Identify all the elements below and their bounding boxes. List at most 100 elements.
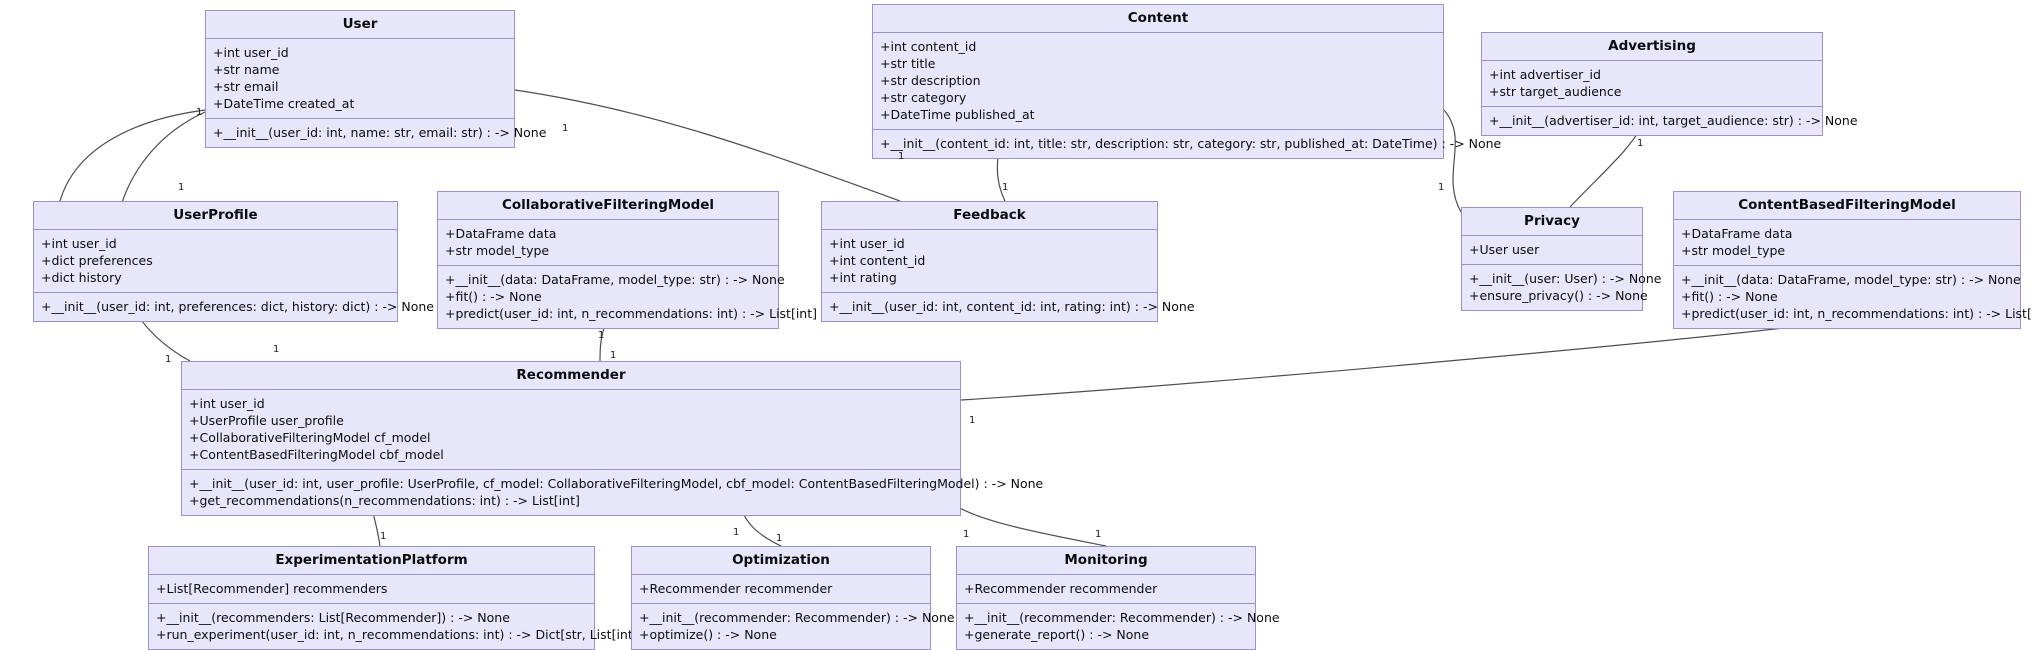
- uml-attribute: +int content_id: [829, 253, 926, 268]
- uml-method: +__init__(user_id: int, user_profile: Us…: [189, 476, 1044, 491]
- uml-class-user[interactable]: User +int user_id +str name +str email +Date…: [205, 10, 547, 148]
- uml-attribute: +CollaborativeFilteringModel cf_model: [189, 430, 431, 445]
- uml-methods-compartment: +__init__(data: DataFrame, model_type: s…: [438, 266, 817, 328]
- uml-attribute: +int user_id: [213, 45, 289, 60]
- uml-attribute: +User user: [1469, 242, 1540, 257]
- uml-method: +fit() : -> None: [445, 289, 542, 304]
- multiplicity-label: 1: [898, 151, 905, 162]
- uml-method: +__init__(user: User) : -> None: [1469, 271, 1662, 286]
- uml-attribute: +int rating: [829, 270, 897, 285]
- uml-class-content[interactable]: Content+int content_id+str title+str des…: [872, 4, 1501, 159]
- uml-attribute: +DataFrame data: [445, 226, 557, 241]
- uml-attribute: +DateTime created_at: [213, 96, 355, 111]
- uml-attribute: +str title: [880, 56, 936, 71]
- uml-method: +fit() : -> None: [1681, 289, 1778, 304]
- uml-attribute: +str target_audience: [1489, 84, 1622, 99]
- uml-method: +__init__(user_id: int, content_id: int,…: [829, 299, 1195, 314]
- multiplicity-label: 1: [969, 415, 976, 426]
- uml-method: +__init__(data: DataFrame, model_type: s…: [445, 272, 785, 287]
- multiplicity-label: 1: [165, 354, 172, 365]
- uml-attribute: +dict history: [41, 270, 122, 285]
- uml-attribute: +int content_id: [880, 39, 977, 54]
- uml-method: +optimize() : -> None: [639, 627, 777, 642]
- multiplicity-label: 1: [733, 527, 740, 538]
- uml-class-feedback[interactable]: Feedback+int user_id+int content_id+int …: [821, 201, 1195, 322]
- uml-methods-compartment: +__init__(user_id: int, content_id: int,…: [822, 293, 1195, 321]
- uml-method: +__init__(user_id: int, name: str, email…: [213, 125, 547, 140]
- uml-class-name: User: [206, 11, 514, 39]
- uml-class-cfmodel[interactable]: CollaborativeFilteringModel+DataFrame da…: [437, 191, 817, 329]
- uml-method: +ensure_privacy() : -> None: [1469, 288, 1648, 303]
- uml-method: +__init__(advertiser_id: int, target_aud…: [1489, 113, 1858, 128]
- uml-methods-compartment: +__init__(content_id: int, title: str, d…: [873, 130, 1501, 158]
- uml-methods-compartment: +__init__(advertiser_id: int, target_aud…: [1482, 107, 1858, 135]
- uml-class-experimentationplatform[interactable]: ExperimentationPlatform +List[Recommender…: [148, 546, 643, 650]
- uml-attribute: +int user_id: [829, 236, 905, 251]
- uml-attributes-compartment: +DataFrame data +str model_type: [1674, 220, 2020, 266]
- uml-class-name: Feedback: [822, 202, 1157, 230]
- edge-advertising-privacy: [1569, 123, 1644, 208]
- multiplicity-label: 1: [1095, 529, 1102, 540]
- multiplicity-label: 1: [562, 123, 569, 134]
- uml-attribute: +str model_type: [445, 243, 550, 258]
- multiplicity-label: 1: [196, 107, 203, 118]
- multiplicity-label: 1: [776, 533, 783, 544]
- uml-attributes-compartment: +User user: [1462, 236, 1642, 265]
- uml-class-name: Recommender: [182, 362, 960, 390]
- uml-class-cbfmodel[interactable]: ContentBasedFilteringModel+DataFrame dat…: [1673, 191, 2032, 329]
- uml-attributes-compartment: +int user_id +str name +str email +DateTime…: [206, 39, 514, 119]
- uml-attribute: +DataFrame data: [1681, 226, 1793, 241]
- multiplicity-label: 1: [178, 182, 185, 193]
- uml-attribute: +List[Recommender] recommenders: [156, 581, 388, 596]
- uml-attribute: +Recommender recommender: [639, 581, 833, 596]
- uml-attributes-compartment: +Recommender recommender: [632, 575, 930, 604]
- uml-class-optimization[interactable]: Optimization +Recommender recommender +__i…: [631, 546, 955, 650]
- multiplicity-label: 1: [963, 529, 970, 540]
- uml-attribute: +str model_type: [1681, 243, 1786, 258]
- uml-class-privacy[interactable]: Privacy +User user +__init__(user: User) :…: [1461, 207, 1662, 311]
- uml-class-name: Privacy: [1462, 208, 1642, 236]
- edge-content-privacy: [1443, 109, 1462, 213]
- uml-attribute: +DateTime published_at: [880, 107, 1035, 122]
- uml-class-name: Optimization: [632, 547, 930, 575]
- uml-class-monitoring[interactable]: Monitoring+Recommender recommender+__ini…: [956, 546, 1280, 650]
- uml-attributes-compartment: +int user_id +int content_id +int rating: [822, 230, 1157, 293]
- uml-class-userprofile[interactable]: UserProfile+int user_id+dict preferences…: [33, 201, 434, 322]
- uml-methods-compartment: +__init__(recommenders: List[Recommender…: [149, 604, 643, 649]
- uml-attribute: +str name: [213, 62, 280, 77]
- uml-attribute: +int user_id: [41, 236, 117, 251]
- uml-class-advertising[interactable]: Advertising +int advertiser_id +str target…: [1481, 32, 1858, 136]
- uml-class-name: Advertising: [1482, 33, 1822, 61]
- uml-method: +__init__(recommenders: List[Recommender…: [156, 610, 510, 625]
- uml-method: +generate_report() : -> None: [964, 627, 1150, 642]
- uml-attributes-compartment: +int content_id+str title+str descriptio…: [873, 33, 1443, 130]
- uml-attributes-compartment: +List[Recommender] recommenders: [149, 575, 594, 604]
- uml-attribute: +str email: [213, 79, 279, 94]
- multiplicity-label: 1: [1637, 138, 1644, 149]
- uml-attributes-compartment: +Recommender recommender: [957, 575, 1255, 604]
- multiplicity-label: 1: [610, 350, 617, 361]
- uml-attribute: +Recommender recommender: [964, 581, 1158, 596]
- uml-attributes-compartment: +int user_id+UserProfile user_profile+Co…: [182, 390, 960, 470]
- uml-methods-compartment: +__init__(user_id: int, name: str, email…: [206, 119, 547, 147]
- uml-attribute: +dict preferences: [41, 253, 153, 268]
- uml-class-name: ContentBasedFilteringModel: [1674, 192, 2020, 220]
- uml-attribute: +int advertiser_id: [1489, 67, 1601, 82]
- edge-cbfmodel-recommender: [960, 320, 1841, 401]
- multiplicity-label: 1: [1438, 182, 1445, 193]
- uml-method: +__init__(data: DataFrame, model_type: s…: [1681, 272, 2021, 287]
- uml-methods-compartment: +__init__(recommender: Recommender) : ->…: [957, 604, 1280, 649]
- uml-class-name: Content: [873, 5, 1443, 33]
- uml-methods-compartment: +__init__(recommender: Recommender) : ->…: [632, 604, 955, 649]
- uml-methods-compartment: +__init__(user: User) : -> None +ensure_p…: [1462, 265, 1662, 310]
- multiplicity-label: 1: [598, 330, 605, 341]
- uml-method: +__init__(user_id: int, preferences: dic…: [41, 299, 434, 314]
- uml-class-recommender[interactable]: Recommender+int user_id+UserProfile user…: [181, 361, 1044, 516]
- edge-user-feedback: [514, 89, 901, 202]
- uml-class-name: ExperimentationPlatform: [149, 547, 594, 575]
- uml-method: +get_recommendations(n_recommendations: …: [189, 493, 580, 508]
- edge-recommender-monitoring: [954, 504, 1107, 547]
- uml-attributes-compartment: +DataFrame data +str model_type: [438, 220, 778, 266]
- uml-attribute: +ContentBasedFilteringModel cbf_model: [189, 447, 444, 462]
